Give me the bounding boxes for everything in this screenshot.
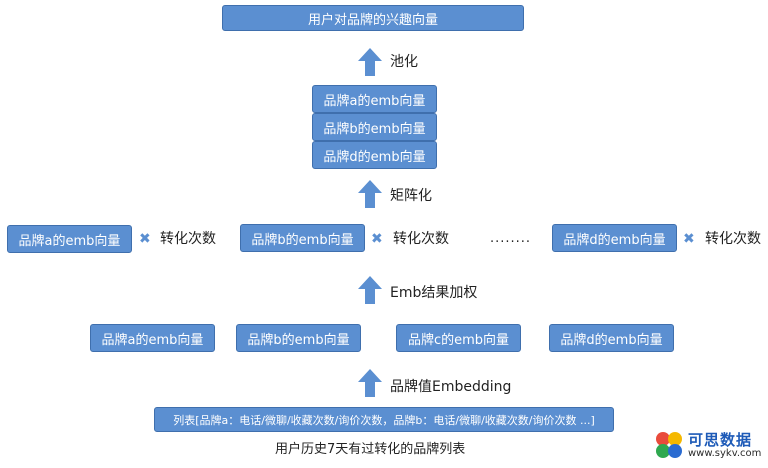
watermark-url: www.sykv.com [688,448,762,459]
weighting-label: Emb结果加权 [390,285,478,301]
emb-vector-c: 品牌c的emb向量 [396,324,521,352]
output-box: 用户对品牌的兴趣向量 [222,5,524,31]
input-list-box: 列表[品牌a：电话/微聊/收藏次数/询价次数，品牌b：电话/微聊/收藏次数/询价… [154,407,614,432]
emb-vector-b: 品牌b的emb向量 [236,324,361,352]
weighted-vector-b: 品牌b的emb向量 [240,224,365,252]
matrix-label: 矩阵化 [390,188,432,204]
emb-vector-a: 品牌a的emb向量 [90,324,215,352]
emb-vector-d: 品牌d的emb向量 [549,324,674,352]
weighted-vector-a: 品牌a的emb向量 [7,225,132,253]
multiply-icon: ✖ [139,231,151,247]
up-arrow-icon [358,276,382,304]
ellipsis: ........ [490,231,532,246]
weight-count-label: 转化次数 [160,231,216,247]
stack-vector-a: 品牌a的emb向量 [312,85,437,113]
logo-icon [656,432,682,458]
pooling-label: 池化 [390,54,418,70]
watermark-logo: 可思数据 www.sykv.com [652,428,764,464]
stack-vector-b: 品牌b的emb向量 [312,113,437,141]
up-arrow-icon [358,48,382,76]
embedding-label: 品牌值Embedding [390,379,512,395]
weight-count-label: 转化次数 [705,231,761,247]
multiply-icon: ✖ [371,231,383,247]
multiply-icon: ✖ [683,231,695,247]
watermark-title: 可思数据 [688,431,753,449]
up-arrow-icon [358,180,382,208]
up-arrow-icon [358,369,382,397]
weight-count-label: 转化次数 [393,231,449,247]
weighted-vector-d: 品牌d的emb向量 [552,224,677,252]
stack-vector-d: 品牌d的emb向量 [312,141,437,169]
input-caption: 用户历史7天有过转化的品牌列表 [275,442,466,457]
